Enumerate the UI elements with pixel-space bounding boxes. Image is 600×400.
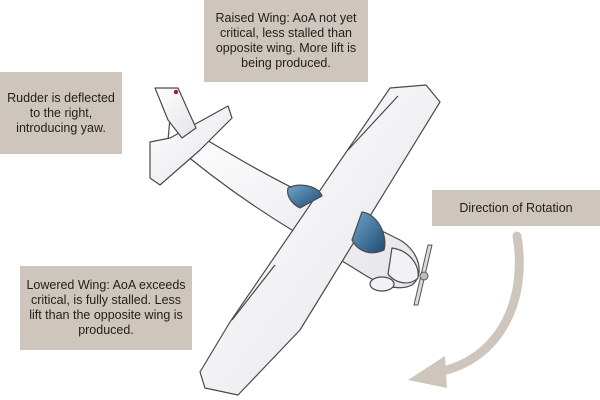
propeller xyxy=(413,244,433,306)
rudder-callout: Rudder is deflected to the right, introd… xyxy=(0,72,122,154)
front-canopy xyxy=(351,211,386,254)
rear-canopy xyxy=(287,184,323,209)
raised-wing-callout: Raised Wing: AoA not yet critical, less … xyxy=(204,0,368,82)
rudder-text: Rudder is deflected to the right, introd… xyxy=(7,90,115,135)
rotation-arrow-icon xyxy=(408,231,524,388)
airplane-icon xyxy=(149,84,441,396)
raised-wing-text: Raised Wing: AoA not yet critical, less … xyxy=(215,11,357,70)
rudder xyxy=(154,87,197,139)
rotation-callout: Direction of Rotation xyxy=(432,190,600,226)
rotation-text: Direction of Rotation xyxy=(459,200,573,215)
cowling xyxy=(387,247,419,284)
lowered-wing-text: Lowered Wing: AoA exceeds critical, is f… xyxy=(26,278,186,337)
wing xyxy=(199,84,441,396)
lowered-wing-callout: Lowered Wing: AoA exceeds critical, is f… xyxy=(20,266,192,350)
